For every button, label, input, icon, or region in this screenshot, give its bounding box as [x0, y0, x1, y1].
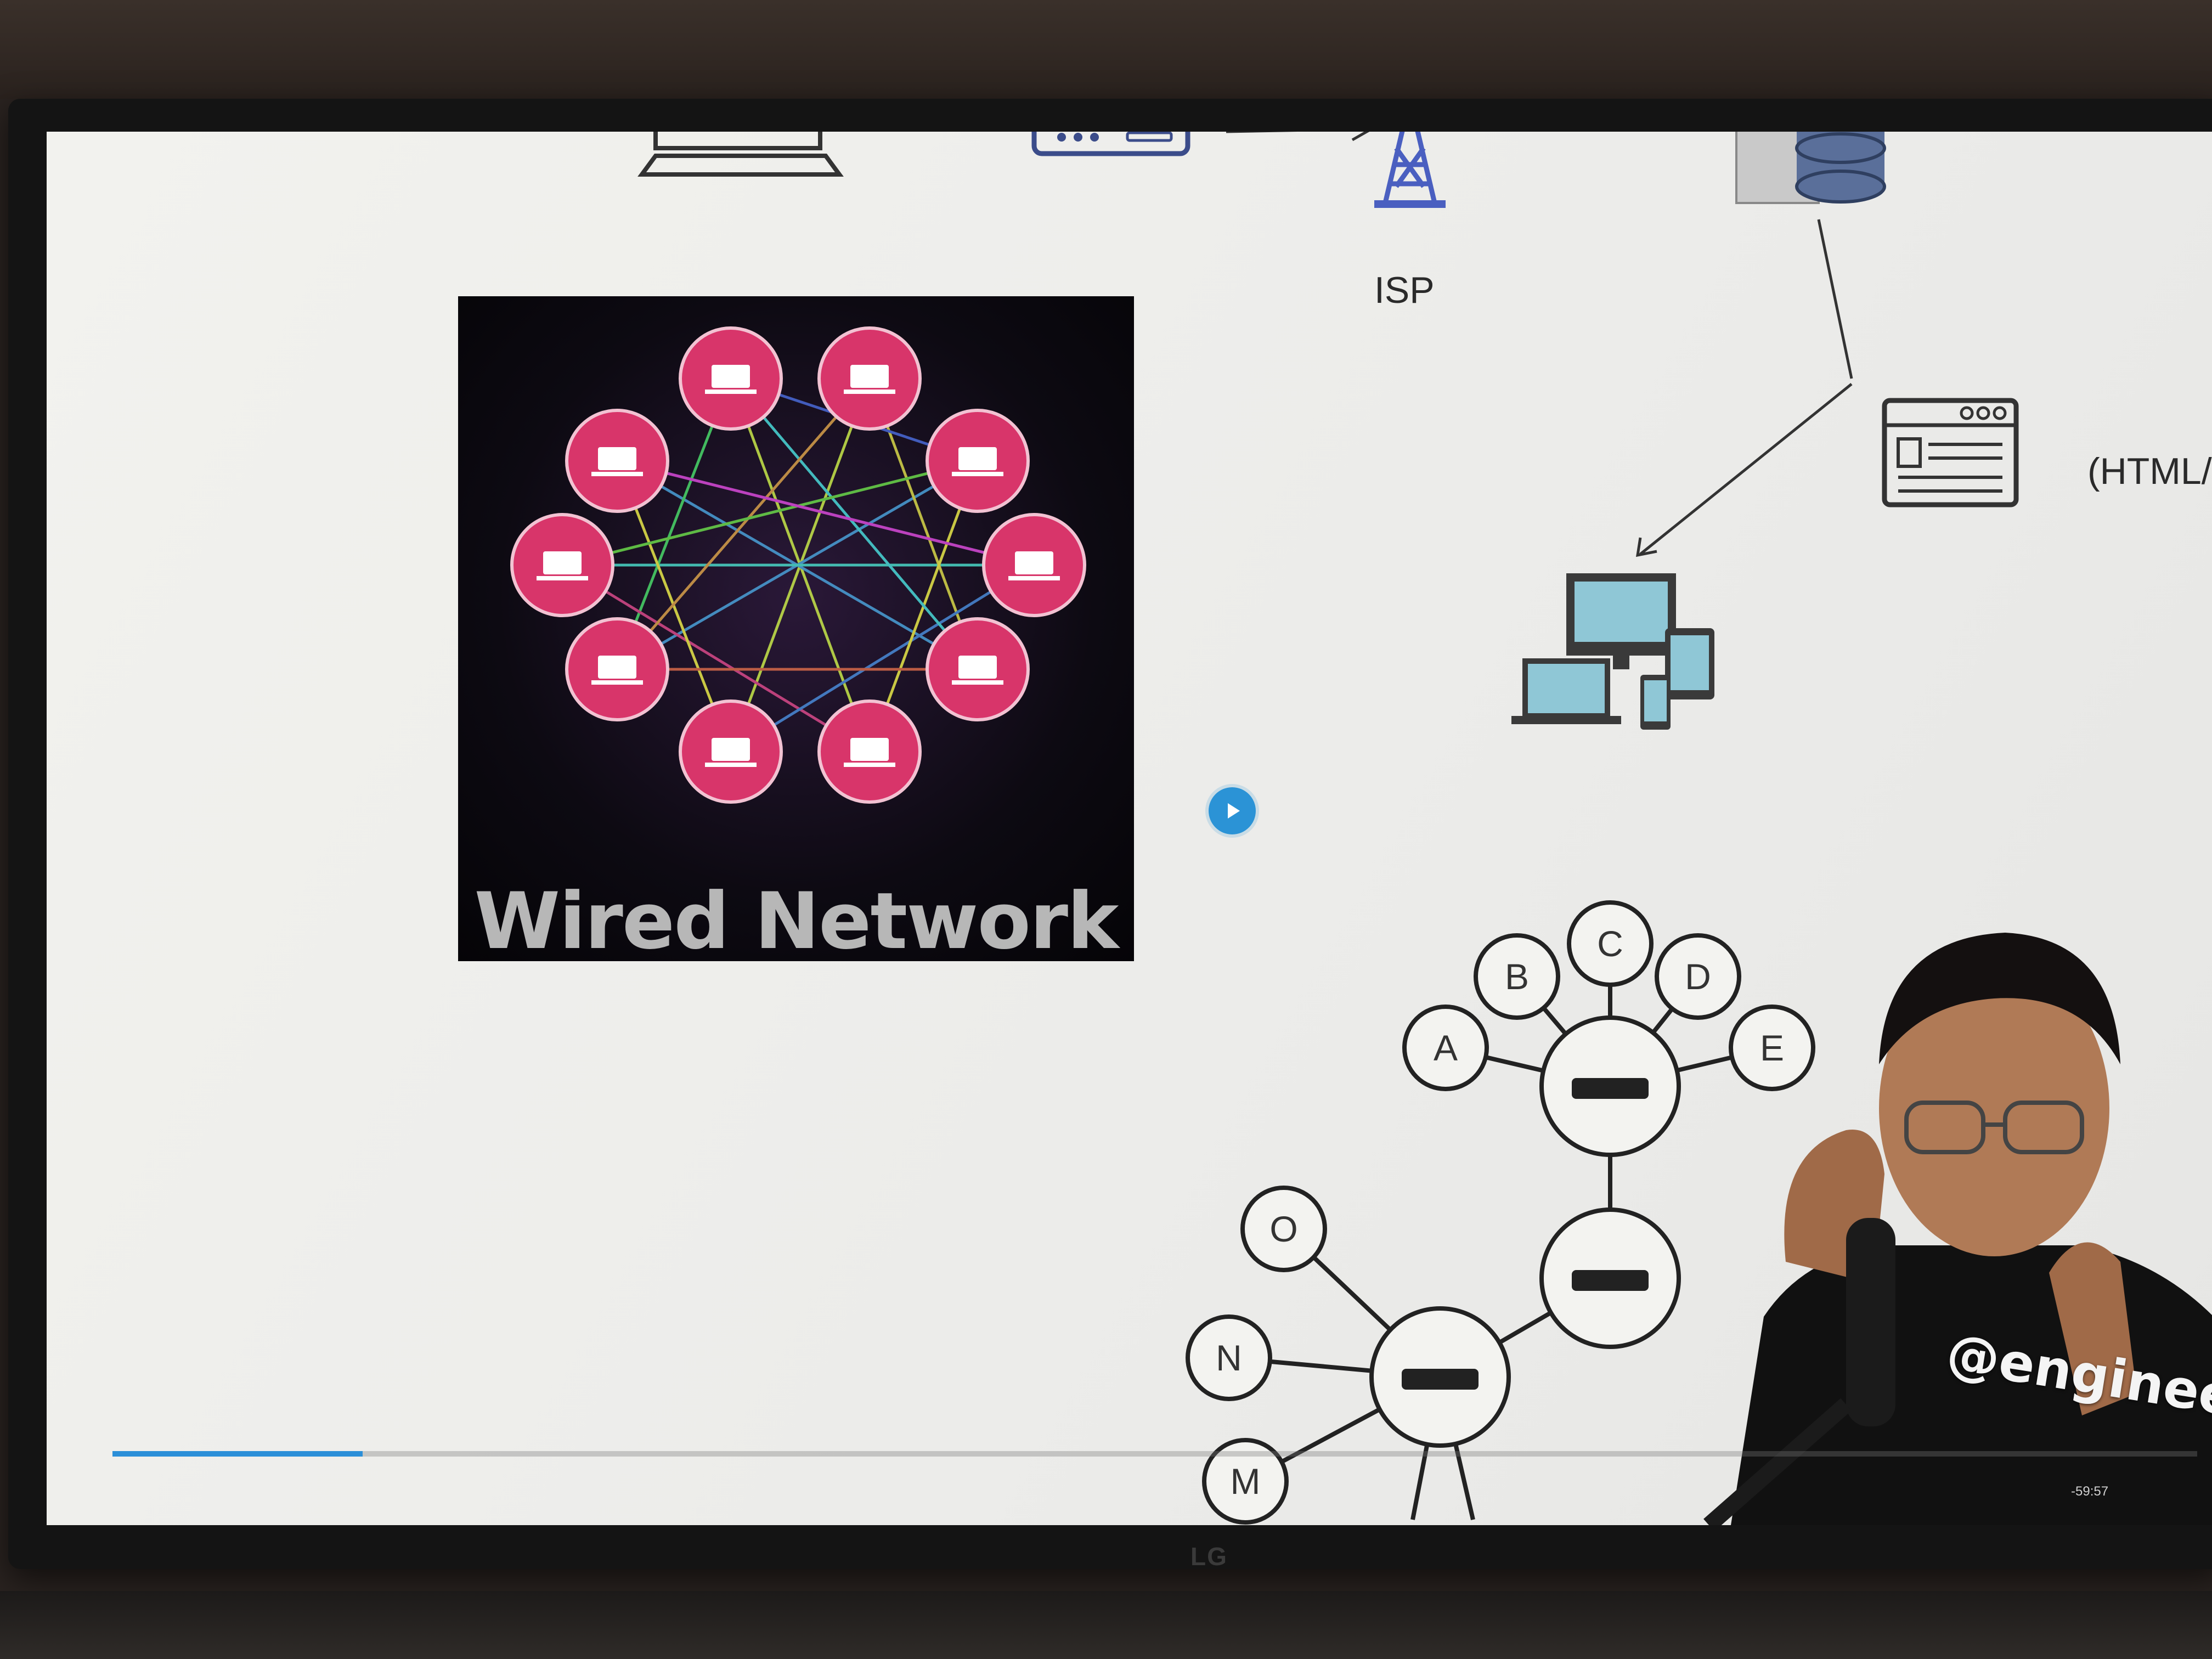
presentation-screen: ISP (HTML/ — [47, 132, 2212, 1525]
switch-icon — [1572, 1078, 1649, 1099]
desk-surface — [0, 1591, 2212, 1659]
star-node-n — [1186, 1314, 1272, 1401]
video-progress-fill — [112, 1451, 363, 1457]
star-node-b — [1474, 933, 1560, 1020]
connection-arrow — [1639, 383, 1853, 555]
star-node-e — [1729, 1005, 1815, 1091]
node-label: B — [1505, 956, 1529, 997]
node-label: M — [1231, 1461, 1261, 1502]
switch-icon — [1402, 1369, 1479, 1390]
devices-icon — [1511, 573, 1714, 730]
presenter-webcam — [1703, 933, 2212, 1525]
monitor-brand-logo: LG — [1190, 1542, 1228, 1571]
star-node-d — [1655, 933, 1741, 1020]
star-node-c — [1567, 900, 1654, 987]
background-wall — [0, 0, 2212, 99]
node-label: D — [1685, 956, 1711, 997]
video-progress-track[interactable] — [112, 1451, 2197, 1457]
node-label: E — [1760, 1028, 1784, 1068]
star-node-o — [1240, 1186, 1327, 1272]
wired-network-image: Wired Network — [458, 296, 1134, 967]
play-button[interactable] — [1209, 787, 1256, 834]
node-label: N — [1216, 1338, 1242, 1378]
star-node-m — [1202, 1438, 1289, 1525]
microphone-icon — [1846, 1218, 1895, 1426]
switch-icon — [1572, 1270, 1649, 1291]
tree-topology-diagram: A B C D E O N M — [1186, 900, 1815, 1525]
node-label: O — [1269, 1209, 1297, 1249]
node-label: A — [1434, 1028, 1458, 1068]
laptop-icon — [637, 132, 844, 177]
connection-arrow — [1817, 219, 1853, 379]
server-database-icon — [1735, 132, 1886, 204]
html-label: (HTML/ — [2087, 450, 2212, 492]
node-label: C — [1597, 923, 1623, 964]
wired-network-title: Wired Network — [474, 876, 1119, 967]
time-remaining: -59:57 — [2071, 1484, 2109, 1499]
play-icon — [1228, 803, 1240, 819]
isp-label: ISP — [1374, 269, 1435, 311]
mesh-nodes — [510, 326, 1086, 804]
cell-tower-icon — [1374, 132, 1446, 208]
mesh-topology-diagram — [510, 326, 1086, 804]
modem-icon — [1031, 132, 1190, 156]
top-network-diagram — [637, 132, 2019, 730]
star-node-a — [1402, 1005, 1489, 1091]
laptop-icons — [537, 365, 1060, 767]
webpage-icon — [1882, 398, 2019, 507]
